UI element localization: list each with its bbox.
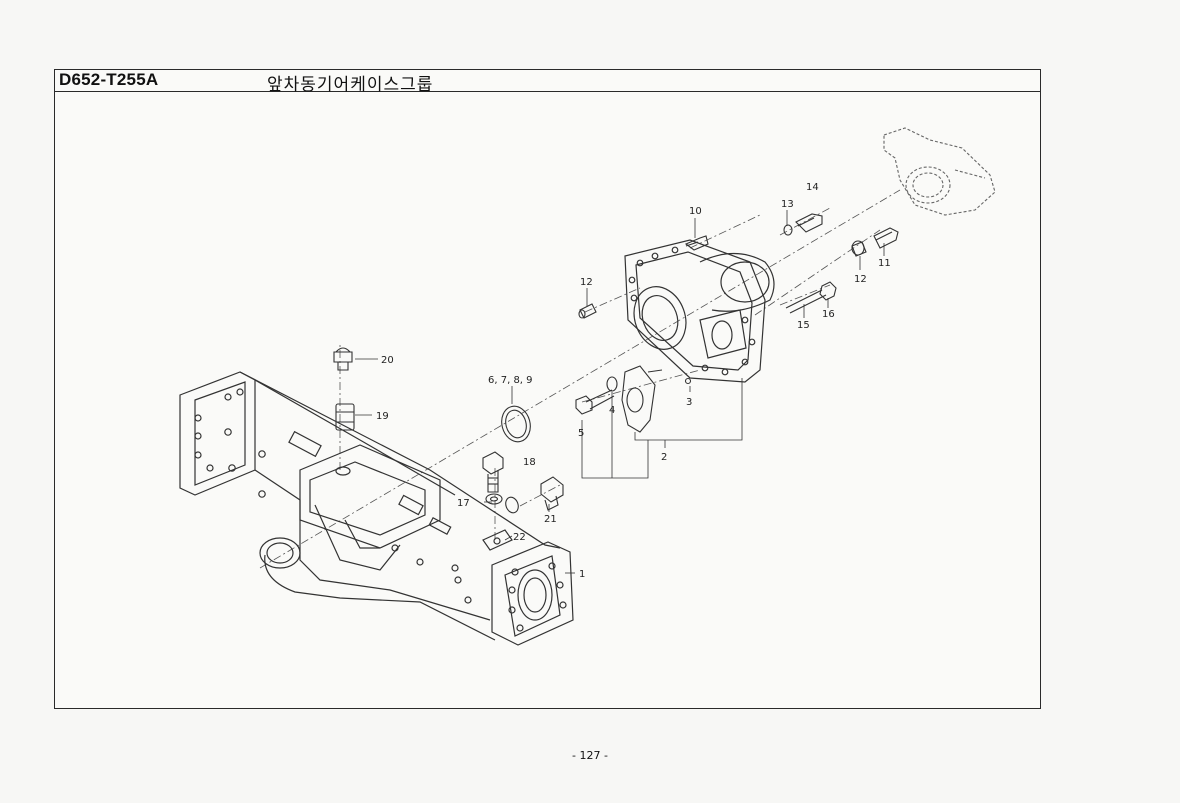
axle-housing-part [179, 371, 574, 646]
assembly-axis-lines [259, 189, 901, 569]
callout-leaders [355, 210, 885, 574]
callout-3: 3 [686, 397, 692, 408]
callout-19: 19 [376, 411, 389, 422]
nut-part [819, 281, 837, 301]
page-header: D652-T255A 앞차동기어케이스그룹 [55, 70, 1040, 95]
diagram-frame: D652-T255A 앞차동기어케이스그룹 [54, 69, 1041, 709]
callout-16: 16 [822, 309, 835, 320]
mounting-bolt-part [873, 227, 899, 249]
sleeve-part [851, 240, 867, 257]
callout-17: 17 [457, 498, 470, 509]
callout-4: 4 [609, 405, 615, 416]
callout-13: 13 [781, 199, 794, 210]
callout-11: 11 [878, 258, 891, 269]
spring-washer-part [783, 224, 793, 236]
lock-washer-part [606, 376, 618, 392]
callout-10: 10 [689, 206, 702, 217]
callout-15: 15 [797, 320, 810, 331]
o-ring-part [501, 405, 531, 443]
callout-labels: 1 2 3 4 5 6, 7, 8, 9 10 11 12 12 13 14 1… [376, 182, 891, 580]
callout-21: 21 [544, 514, 557, 525]
phantom-bracket [883, 127, 996, 216]
drain-bolt-part [482, 451, 504, 493]
callout-12-right: 12 [854, 274, 867, 285]
small-pin-part [684, 377, 692, 385]
callout-5: 5 [578, 428, 584, 439]
callout-6-7-8-9: 6, 7, 8, 9 [488, 375, 533, 386]
stud-part [785, 289, 827, 314]
flange-bolt-part [684, 235, 709, 251]
coupling-part [335, 403, 355, 431]
dowel-pin-part [578, 303, 597, 319]
part-group-title: 앞차동기어케이스그룹 [267, 75, 434, 95]
cap-screw-part [795, 213, 823, 233]
part-group-code: D652-T255A [59, 70, 159, 89]
callout-1: 1 [579, 569, 585, 580]
callout-12-left: 12 [580, 277, 593, 288]
bearing-cap-part [621, 365, 663, 433]
washer-part [485, 493, 503, 505]
differential-case-part [624, 239, 775, 383]
cap-bolt-part [575, 389, 615, 415]
callout-2: 2 [661, 452, 667, 463]
callout-18: 18 [523, 457, 536, 468]
page-number: - 127 - [572, 749, 608, 762]
callout-20: 20 [381, 355, 394, 366]
plug-part [333, 347, 353, 371]
callout-14: 14 [806, 182, 819, 193]
breather-plug-part [540, 476, 564, 511]
callout-22: 22 [513, 532, 526, 543]
seal-washer-part [505, 496, 519, 514]
